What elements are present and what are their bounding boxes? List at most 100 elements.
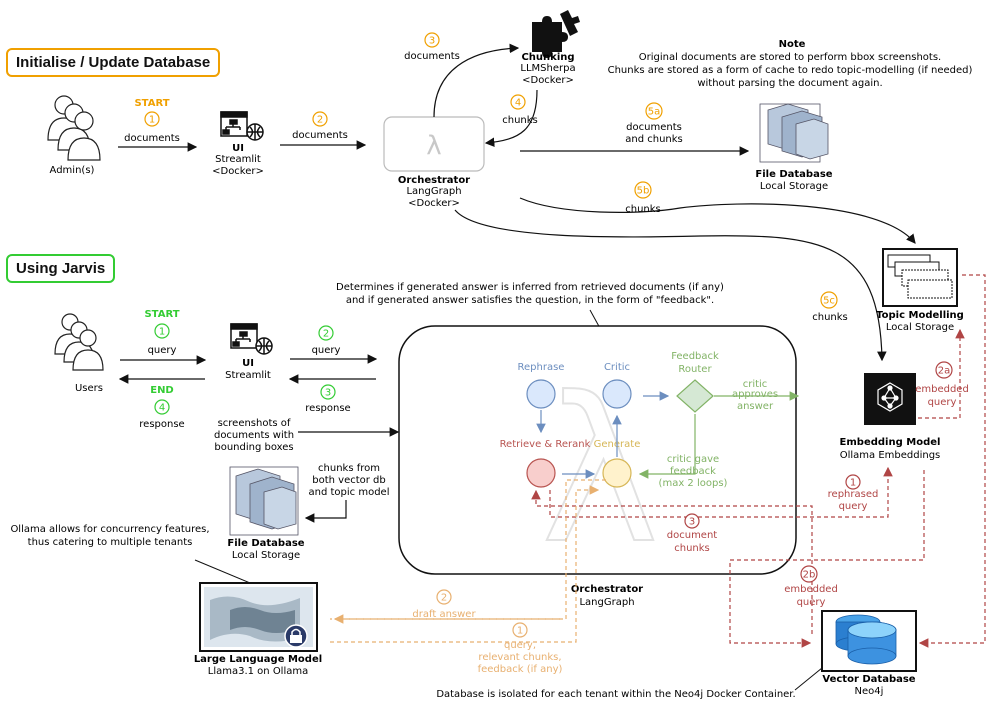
note-line1: Original documents are stored to perform…	[639, 52, 941, 63]
ollama-note-l2: thus catering to multiple tenants	[28, 537, 193, 548]
chunking-docker: <Docker>	[522, 75, 574, 86]
chunks-l1: chunks from	[318, 463, 380, 474]
vector-title: Vector Database	[822, 674, 915, 685]
puzzle-icon	[532, 10, 580, 58]
arrow-router-generate	[638, 414, 696, 479]
neural-network-icon	[877, 382, 903, 412]
init-step5b-label: chunks	[625, 204, 661, 215]
critic-node	[602, 379, 632, 409]
s1r-l1: rephrased	[828, 489, 879, 500]
jarvis-q-num: 1	[159, 327, 165, 338]
s3-num: 3	[689, 517, 695, 528]
init-step2-num: 2	[317, 115, 323, 126]
step-badge	[820, 291, 838, 309]
init-step1-num: 1	[149, 115, 155, 126]
init-orch-sub: LangGraph	[406, 186, 461, 197]
init-ui-docker: <Docker>	[212, 166, 264, 177]
init-step5c-num: 5c	[823, 296, 835, 307]
jarvis-ui-sub: Streamlit	[225, 370, 271, 381]
s3-l2: chunks	[674, 543, 710, 554]
screens-l3: bounding boxes	[214, 442, 293, 453]
arrow-embedded-query-2b	[729, 470, 925, 648]
critic-gave-l2: feedback	[670, 466, 716, 477]
draft-num: 2	[441, 593, 447, 604]
step-badge	[634, 181, 652, 199]
critic-approves-l2: approves	[732, 389, 778, 400]
draft-label: draft answer	[412, 609, 476, 620]
step-badge	[424, 32, 440, 48]
jarvis-filedb-sub: Local Storage	[232, 550, 300, 561]
sitemap-globe-icon	[230, 323, 273, 355]
s2b-l2: query	[797, 597, 826, 608]
note-line2: Chunks are stored as a form of cache to …	[608, 65, 973, 76]
isolated-note: Database is isolated for each tenant wit…	[436, 689, 795, 700]
step-badge	[144, 111, 160, 127]
init-step4-num: 4	[515, 98, 521, 109]
critic-label: Critic	[604, 362, 630, 373]
jarvis-orch-sub: LangGraph	[579, 597, 634, 608]
ollama-note-line	[194, 559, 256, 586]
rephrase-label: Rephrase	[518, 362, 565, 373]
init-step5a-l1: documents	[626, 122, 682, 133]
arrow-chunking-orch	[484, 89, 538, 148]
init-step2-label: documents	[292, 130, 348, 141]
init-step3-label: documents	[404, 51, 460, 62]
init-ui-title: UI	[232, 143, 244, 154]
arrow-orch-topic	[519, 197, 916, 244]
step-badge	[845, 474, 861, 490]
s1r-num: 1	[850, 478, 856, 489]
section-title-init: Initialise / Update Database	[6, 48, 221, 77]
critic-gave-l3: (max 2 loops)	[659, 478, 728, 489]
cylinder-database-icon	[835, 614, 897, 665]
init-step5c-label: chunks	[812, 312, 848, 323]
arrow-orch-embedding	[454, 209, 887, 362]
init-filedb-sub: Local Storage	[760, 181, 828, 192]
sitemap-globe-icon	[220, 111, 264, 141]
init-orch-title: Orchestrator	[398, 175, 470, 186]
jarvis-start: START	[144, 309, 179, 320]
chunking-sub: LLMSherpa	[520, 63, 575, 74]
step-badge	[320, 384, 336, 400]
lambda-icon: λ	[426, 131, 441, 161]
jarvis-r-num: 4	[159, 403, 165, 414]
s2a-l1: embedded	[915, 384, 969, 395]
init-step5b-num: 5b	[637, 186, 650, 197]
retrieve-label: Retrieve & Rerank	[500, 439, 591, 450]
init-start-label: START	[134, 98, 169, 109]
stacked-windows-icon	[887, 254, 953, 299]
s2b-l1: embedded	[784, 584, 838, 595]
step-badge	[684, 513, 700, 529]
note-line3: without parsing the document again.	[697, 78, 882, 89]
feedback-router-l2: Router	[678, 364, 712, 375]
init-step5a-l2: and chunks	[625, 134, 683, 145]
arrow-chunks-filedb	[304, 500, 347, 523]
isolated-note-line	[794, 667, 823, 691]
arrow-rephrased-query	[549, 466, 893, 518]
s1r-l2: query	[839, 501, 868, 512]
critic-gave-l1: critic gave	[667, 454, 719, 465]
init-filedb-title: File Database	[755, 169, 832, 180]
qrc-l2: relevant chunks,	[478, 652, 561, 663]
embedding-box	[864, 373, 916, 425]
database-servers-icon	[229, 466, 299, 536]
feedback-router-node	[676, 379, 714, 413]
rephrase-node	[526, 379, 556, 409]
s2b-num: 2b	[803, 570, 816, 581]
qrc-num: 1	[517, 626, 523, 637]
step-badge	[935, 361, 953, 379]
retrieve-node	[526, 458, 556, 488]
step-badge	[154, 323, 170, 339]
ollama-note-l1: Ollama allows for concurrency features,	[10, 524, 209, 535]
init-step5a-num: 5a	[648, 107, 661, 118]
jarvis-r-label: response	[139, 419, 184, 430]
people-icon	[54, 313, 104, 371]
users-label: Users	[75, 383, 103, 394]
determines-l1: Determines if generated answer is inferr…	[336, 282, 724, 293]
feedback-router-l1: Feedback	[671, 351, 719, 362]
jarvis-end: END	[150, 385, 174, 396]
jarvis-filedb-title: File Database	[227, 538, 304, 549]
qrc-l1: query,	[504, 640, 536, 651]
llm-sub: Llama3.1 on Ollama	[208, 666, 309, 677]
jarvis-ui-title: UI	[242, 358, 254, 369]
